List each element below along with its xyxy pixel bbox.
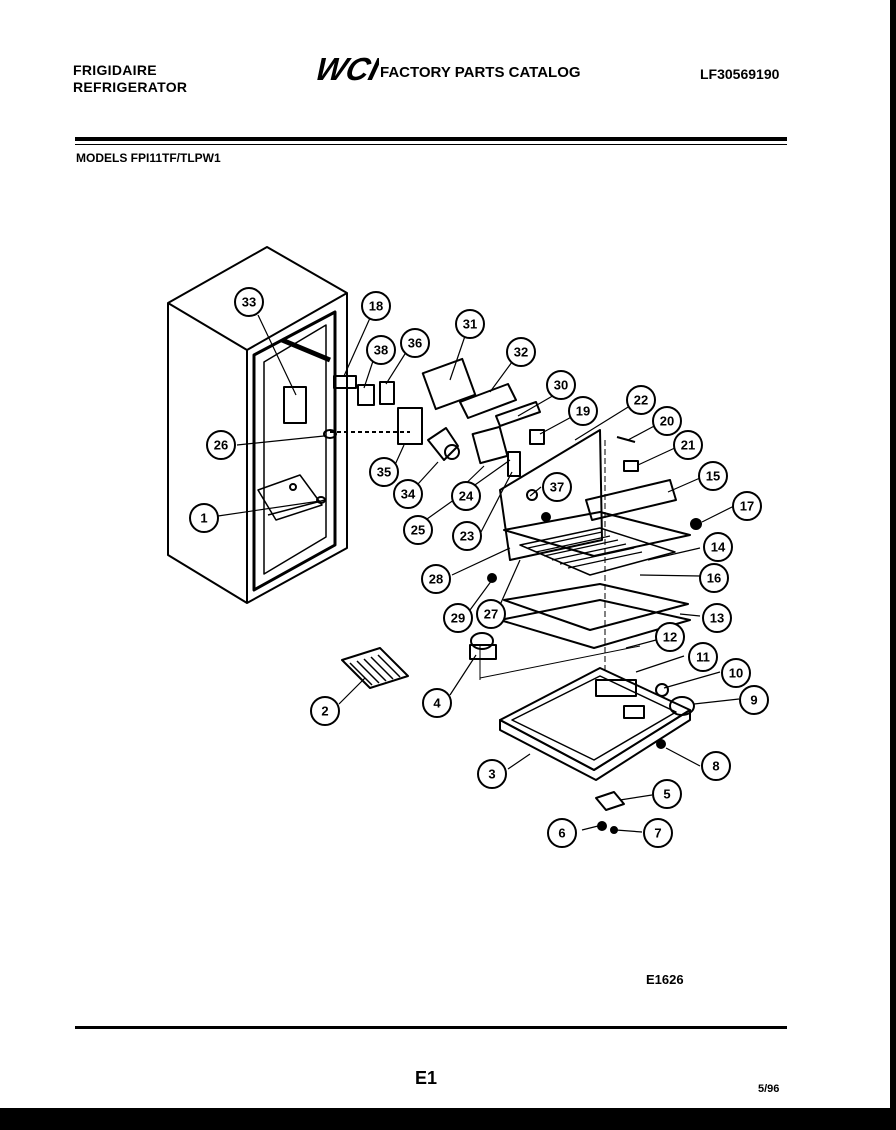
brand-block: FRIGIDAIRE REFRIGERATOR <box>73 62 187 96</box>
svg-text:16: 16 <box>707 571 721 586</box>
callout-10: 10 <box>721 658 751 688</box>
small-parts-drawing <box>341 425 702 834</box>
illustration-code: E1626 <box>646 972 684 987</box>
svg-text:15: 15 <box>706 469 720 484</box>
svg-text:7: 7 <box>654 826 661 841</box>
svg-text:28: 28 <box>429 572 443 587</box>
callout-38: 38 <box>366 335 396 365</box>
catalog-page: FRIGIDAIRE REFRIGERATOR WCI FACTORY PART… <box>0 0 890 1108</box>
svg-text:23: 23 <box>460 529 474 544</box>
svg-text:1: 1 <box>200 511 207 526</box>
svg-text:11: 11 <box>696 650 710 665</box>
callout-28: 28 <box>421 564 451 594</box>
callout-12: 12 <box>655 622 685 652</box>
svg-text:4: 4 <box>433 696 441 711</box>
callout-26-upper: 26 <box>206 430 236 460</box>
svg-text:5: 5 <box>663 787 670 802</box>
svg-text:9: 9 <box>750 693 757 708</box>
callout-21: 21 <box>673 430 703 460</box>
svg-text:36: 36 <box>408 336 422 351</box>
svg-text:30: 30 <box>554 378 568 393</box>
callout-16: 16 <box>699 563 729 593</box>
callout-24: 24 <box>451 481 481 511</box>
exploded-parts-diagram: 33 18 38 36 31 32 30 19 22 20 21 15 17 2… <box>167 246 769 848</box>
callout-18: 18 <box>361 291 391 321</box>
svg-text:2: 2 <box>321 704 328 719</box>
crisper-pan-drawing <box>499 667 695 781</box>
callout-1: 1 <box>189 503 219 533</box>
evaporator-cover-drawing <box>479 429 691 700</box>
callout-2: 2 <box>310 696 340 726</box>
svg-text:26: 26 <box>214 438 228 453</box>
callout-31: 31 <box>455 309 485 339</box>
svg-text:35: 35 <box>377 465 391 480</box>
callout-33: 33 <box>234 287 264 317</box>
svg-text:13: 13 <box>710 611 724 626</box>
callout-36: 36 <box>400 328 430 358</box>
callout-7: 7 <box>643 818 673 848</box>
callout-17: 17 <box>732 491 762 521</box>
header-rule-thin <box>75 144 787 145</box>
callout-9: 9 <box>739 685 769 715</box>
leader-lines <box>217 314 740 833</box>
callout-13: 13 <box>702 603 732 633</box>
callout-27: 27 <box>476 599 506 629</box>
svg-text:31: 31 <box>463 317 477 332</box>
callout-34: 34 <box>393 479 423 509</box>
svg-text:29: 29 <box>451 611 465 626</box>
svg-text:21: 21 <box>681 438 695 453</box>
svg-text:6: 6 <box>558 826 565 841</box>
svg-text:22: 22 <box>634 393 648 408</box>
callout-4: 4 <box>422 688 452 718</box>
svg-text:12: 12 <box>663 630 677 645</box>
header-rule <box>75 137 787 141</box>
callout-8-upper: 8 <box>701 751 731 781</box>
callout-14: 14 <box>703 532 733 562</box>
callout-20: 20 <box>652 406 682 436</box>
svg-text:17: 17 <box>740 499 754 514</box>
callout-bubbles: 33 18 38 36 31 32 30 19 22 20 21 15 17 2… <box>189 287 769 848</box>
callout-11: 11 <box>688 642 718 672</box>
svg-text:38: 38 <box>374 343 388 358</box>
callout-23: 23 <box>452 521 482 551</box>
revision-date: 5/96 <box>758 1083 780 1095</box>
svg-text:3: 3 <box>488 767 495 782</box>
page-number: E1 <box>415 1068 438 1088</box>
callout-35: 35 <box>369 457 399 487</box>
svg-text:27: 27 <box>484 607 498 622</box>
svg-text:33: 33 <box>242 295 256 310</box>
catalog-title: FACTORY PARTS CATALOG <box>380 64 581 81</box>
svg-text:37: 37 <box>550 480 564 495</box>
logo-text: WCI <box>313 52 379 84</box>
callout-6: 6 <box>547 818 577 848</box>
callout-37: 37 <box>542 472 572 502</box>
svg-text:8: 8 <box>712 759 719 774</box>
svg-text:10: 10 <box>729 666 743 681</box>
callout-30: 30 <box>546 370 576 400</box>
product-type: REFRIGERATOR <box>73 79 188 95</box>
wci-logo: WCI <box>313 52 379 84</box>
callout-15: 15 <box>698 461 728 491</box>
callout-32: 32 <box>506 337 536 367</box>
callout-5: 5 <box>652 779 682 809</box>
svg-text:14: 14 <box>711 540 726 555</box>
svg-text:20: 20 <box>660 414 674 429</box>
callout-22: 22 <box>626 385 656 415</box>
callout-29: 29 <box>443 603 473 633</box>
callout-25: 25 <box>403 515 433 545</box>
callout-3: 3 <box>477 759 507 789</box>
callout-19: 19 <box>568 396 598 426</box>
svg-text:18: 18 <box>369 299 383 314</box>
svg-text:32: 32 <box>514 345 528 360</box>
models-label: MODELS FPI11TF/TLPW1 <box>76 151 221 165</box>
svg-text:34: 34 <box>401 487 416 502</box>
svg-text:19: 19 <box>576 404 590 419</box>
brand-name: FRIGIDAIRE <box>73 62 157 78</box>
svg-text:25: 25 <box>411 523 425 538</box>
footer-rule <box>75 1026 787 1029</box>
svg-text:24: 24 <box>459 489 474 504</box>
catalog-number: LF30569190 <box>700 66 780 82</box>
